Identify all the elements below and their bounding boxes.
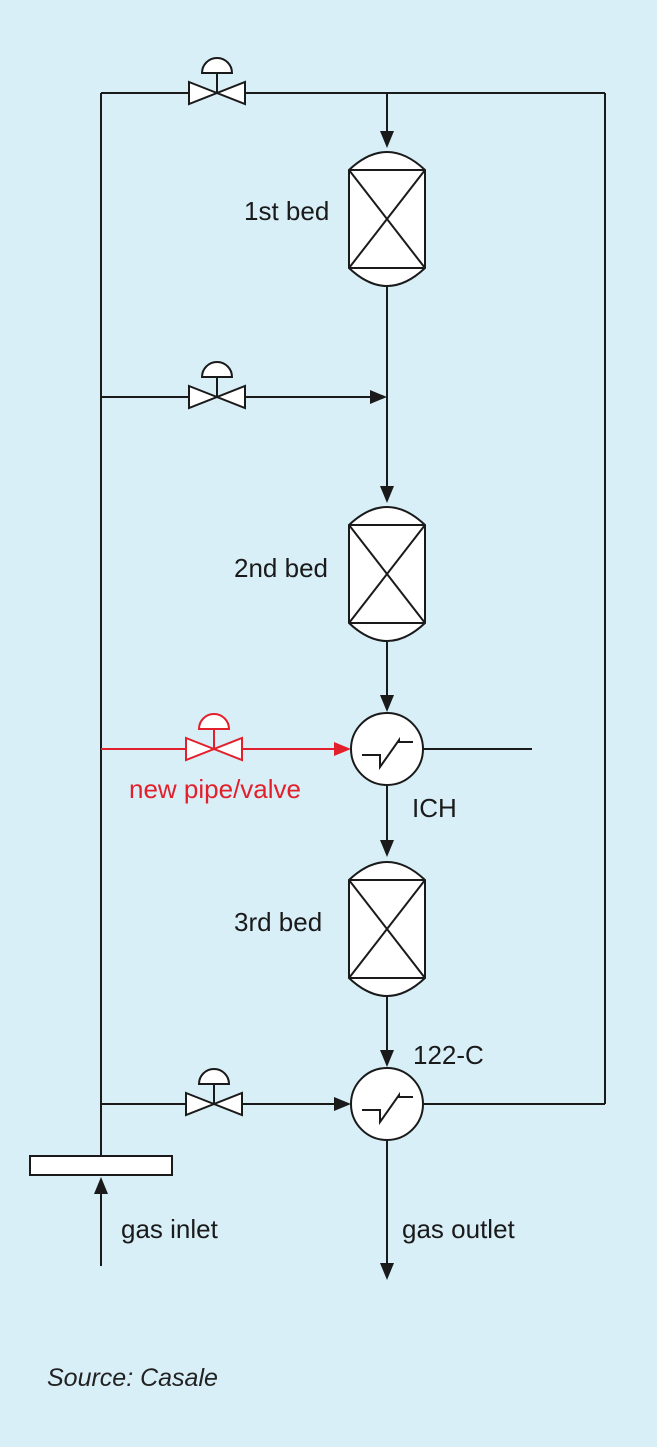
bed2-label: 2nd bed xyxy=(234,553,328,583)
flow-arrow-into-bed2 xyxy=(380,486,394,503)
catalyst-bed-3 xyxy=(348,861,426,997)
gas-inlet-label: gas inlet xyxy=(121,1214,219,1244)
new-pipe-valve-label: new pipe/valve xyxy=(129,774,301,804)
catalyst-bed-1 xyxy=(348,151,426,287)
exchanger-inlet-arrow xyxy=(334,1097,351,1111)
bed3-label: 3rd bed xyxy=(234,907,322,937)
exchanger-122c xyxy=(350,1067,424,1141)
ich-label: ICH xyxy=(412,793,457,823)
quench-arrow-2 xyxy=(370,390,387,404)
control-valve-3[interactable] xyxy=(185,1068,243,1117)
bed1-label: 1st bed xyxy=(244,196,329,226)
flow-arrow-into-bed1 xyxy=(380,93,394,148)
gas-outlet-arrow xyxy=(380,1263,394,1280)
gas-outlet-label: gas outlet xyxy=(402,1214,516,1244)
catalyst-bed-2 xyxy=(348,506,426,642)
ich-heat-exchanger xyxy=(350,712,424,786)
exchanger-label: 122-C xyxy=(413,1040,484,1070)
new-pipe-arrow xyxy=(334,742,351,756)
gas-inlet-distributor xyxy=(29,1155,173,1176)
flow-arrow-into-exchanger xyxy=(380,1050,394,1067)
gas-inlet-arrow xyxy=(94,1177,108,1194)
control-valve-1[interactable] xyxy=(188,57,246,106)
flow-arrow-into-bed3 xyxy=(380,840,394,857)
control-valve-2[interactable] xyxy=(188,361,246,410)
flow-arrow-into-ich xyxy=(380,695,394,712)
new-control-valve[interactable] xyxy=(185,713,243,762)
source-caption: Source: Casale xyxy=(47,1364,218,1392)
